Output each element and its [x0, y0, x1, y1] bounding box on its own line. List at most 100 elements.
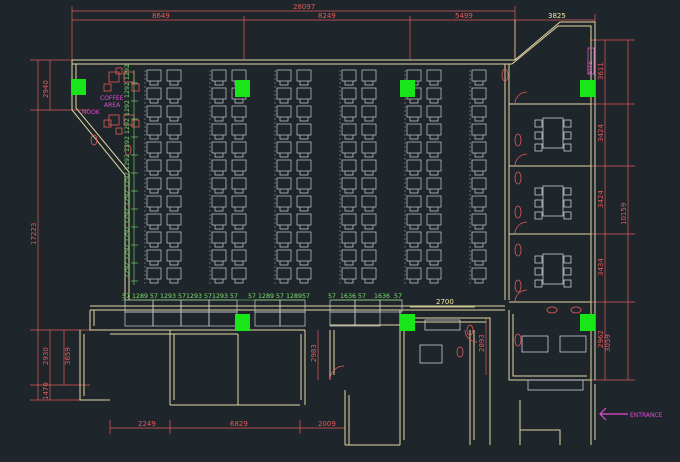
workstation-desk — [146, 69, 162, 86]
workstation-desk — [426, 267, 442, 284]
workstation-desk — [146, 177, 162, 194]
workstation-desk — [146, 87, 162, 104]
workstation-desk — [426, 123, 442, 140]
workstation-desk — [276, 123, 292, 140]
workstation-desk — [231, 141, 247, 158]
workstation-desk — [166, 249, 182, 266]
workstation-desk — [296, 159, 312, 176]
workstation-desk — [296, 105, 312, 122]
dim-room-3: 3059 — [604, 334, 612, 352]
column — [235, 314, 250, 331]
workstation-desk — [426, 231, 442, 248]
workstation-desk — [361, 87, 377, 104]
workstation-desk — [341, 231, 357, 248]
workstation-desk — [426, 105, 442, 122]
column — [235, 80, 250, 97]
green-small-7: 57 — [276, 293, 284, 300]
green-small-8: 57 — [302, 293, 310, 300]
workstation-desk — [296, 69, 312, 86]
dim-left-overall: 17223 — [30, 223, 38, 245]
dim-left-top: 2940 — [42, 80, 50, 98]
green-small-2: 57 — [150, 293, 158, 300]
door-swings — [90, 68, 582, 381]
workstation-desk — [471, 69, 487, 86]
workstation-desk — [276, 141, 292, 158]
workstation-desk — [166, 159, 182, 176]
dim-bottom-3: 2009 — [318, 420, 336, 428]
workstation-desk — [296, 123, 312, 140]
workstation-desk — [341, 213, 357, 230]
workstation-desk — [166, 231, 182, 248]
workstation-desk — [426, 87, 442, 104]
green-dims-bottom: 57 1289 57 1293 57 1293 57 1293 57 57 12… — [122, 293, 402, 300]
workstation-desk — [146, 123, 162, 140]
dim-right-3: 3424 — [597, 190, 605, 208]
dim-overall-width: 28097 — [293, 3, 315, 11]
workstation-desk — [211, 195, 227, 212]
green-small-10: 57 — [358, 293, 366, 300]
dim-room-1: 2983 — [310, 344, 318, 362]
workstation-desk — [471, 87, 487, 104]
workstation-desk — [361, 249, 377, 266]
column — [71, 79, 86, 95]
workstation-desk — [406, 141, 422, 158]
workstation-grid — [146, 69, 487, 284]
workstation-desk — [406, 123, 422, 140]
walls — [71, 21, 596, 446]
workstation-desk — [471, 105, 487, 122]
green-mid-1: 1636 — [340, 293, 356, 300]
workstation-desk — [166, 195, 182, 212]
dimension-lines — [30, 6, 635, 434]
dim-top-1: 8649 — [152, 12, 170, 20]
dim-right-4: 3434 — [597, 258, 605, 276]
yellow-dim-2700: 2700 — [436, 298, 454, 306]
dim-left-bottom-1: 3659 — [64, 347, 72, 365]
column — [400, 314, 415, 331]
workstation-desk — [406, 105, 422, 122]
workstation-desk — [426, 213, 442, 230]
workstation-desk — [471, 213, 487, 230]
workstation-desk — [426, 195, 442, 212]
workstation-desk — [231, 105, 247, 122]
workstation-desk — [296, 249, 312, 266]
workstation-desk — [211, 141, 227, 158]
green-vertical-dim: 1292 — [124, 100, 131, 116]
workstation-desk — [341, 105, 357, 122]
workstation-desk — [361, 177, 377, 194]
workstation-desk — [231, 249, 247, 266]
green-left-3: 1293 — [186, 293, 202, 300]
green-vertical-dim: 1292 — [124, 226, 131, 242]
workstation-desk — [296, 177, 312, 194]
workstation-desk — [471, 177, 487, 194]
workstation-desk — [471, 249, 487, 266]
workstation-desk — [231, 231, 247, 248]
workstation-desk — [231, 267, 247, 284]
workstation-desk — [361, 231, 377, 248]
bottom-cubicles — [124, 299, 403, 327]
workstation-desk — [231, 213, 247, 230]
workstation-desk — [341, 267, 357, 284]
workstation-desk — [361, 123, 377, 140]
workstation-desk — [341, 177, 357, 194]
green-vertical-dim: 1292 — [124, 136, 131, 152]
workstation-desk — [471, 267, 487, 284]
workstation-desk — [276, 159, 292, 176]
workstation-desk — [211, 249, 227, 266]
dim-top-3: 5499 — [455, 12, 473, 20]
workstation-desk — [166, 87, 182, 104]
column — [580, 80, 595, 97]
workstation-desk — [211, 105, 227, 122]
workstation-desk — [361, 159, 377, 176]
workstation-desk — [406, 159, 422, 176]
workstation-desk — [426, 69, 442, 86]
workstation-desk — [166, 69, 182, 86]
workstation-desk — [426, 249, 442, 266]
green-left-6: 1289 — [286, 293, 302, 300]
workstation-desk — [276, 177, 292, 194]
workstation-desk — [211, 87, 227, 104]
column — [400, 80, 415, 97]
green-vertical-dim: 1292 — [124, 118, 131, 134]
workstation-desk — [341, 141, 357, 158]
workstation-desk — [146, 213, 162, 230]
